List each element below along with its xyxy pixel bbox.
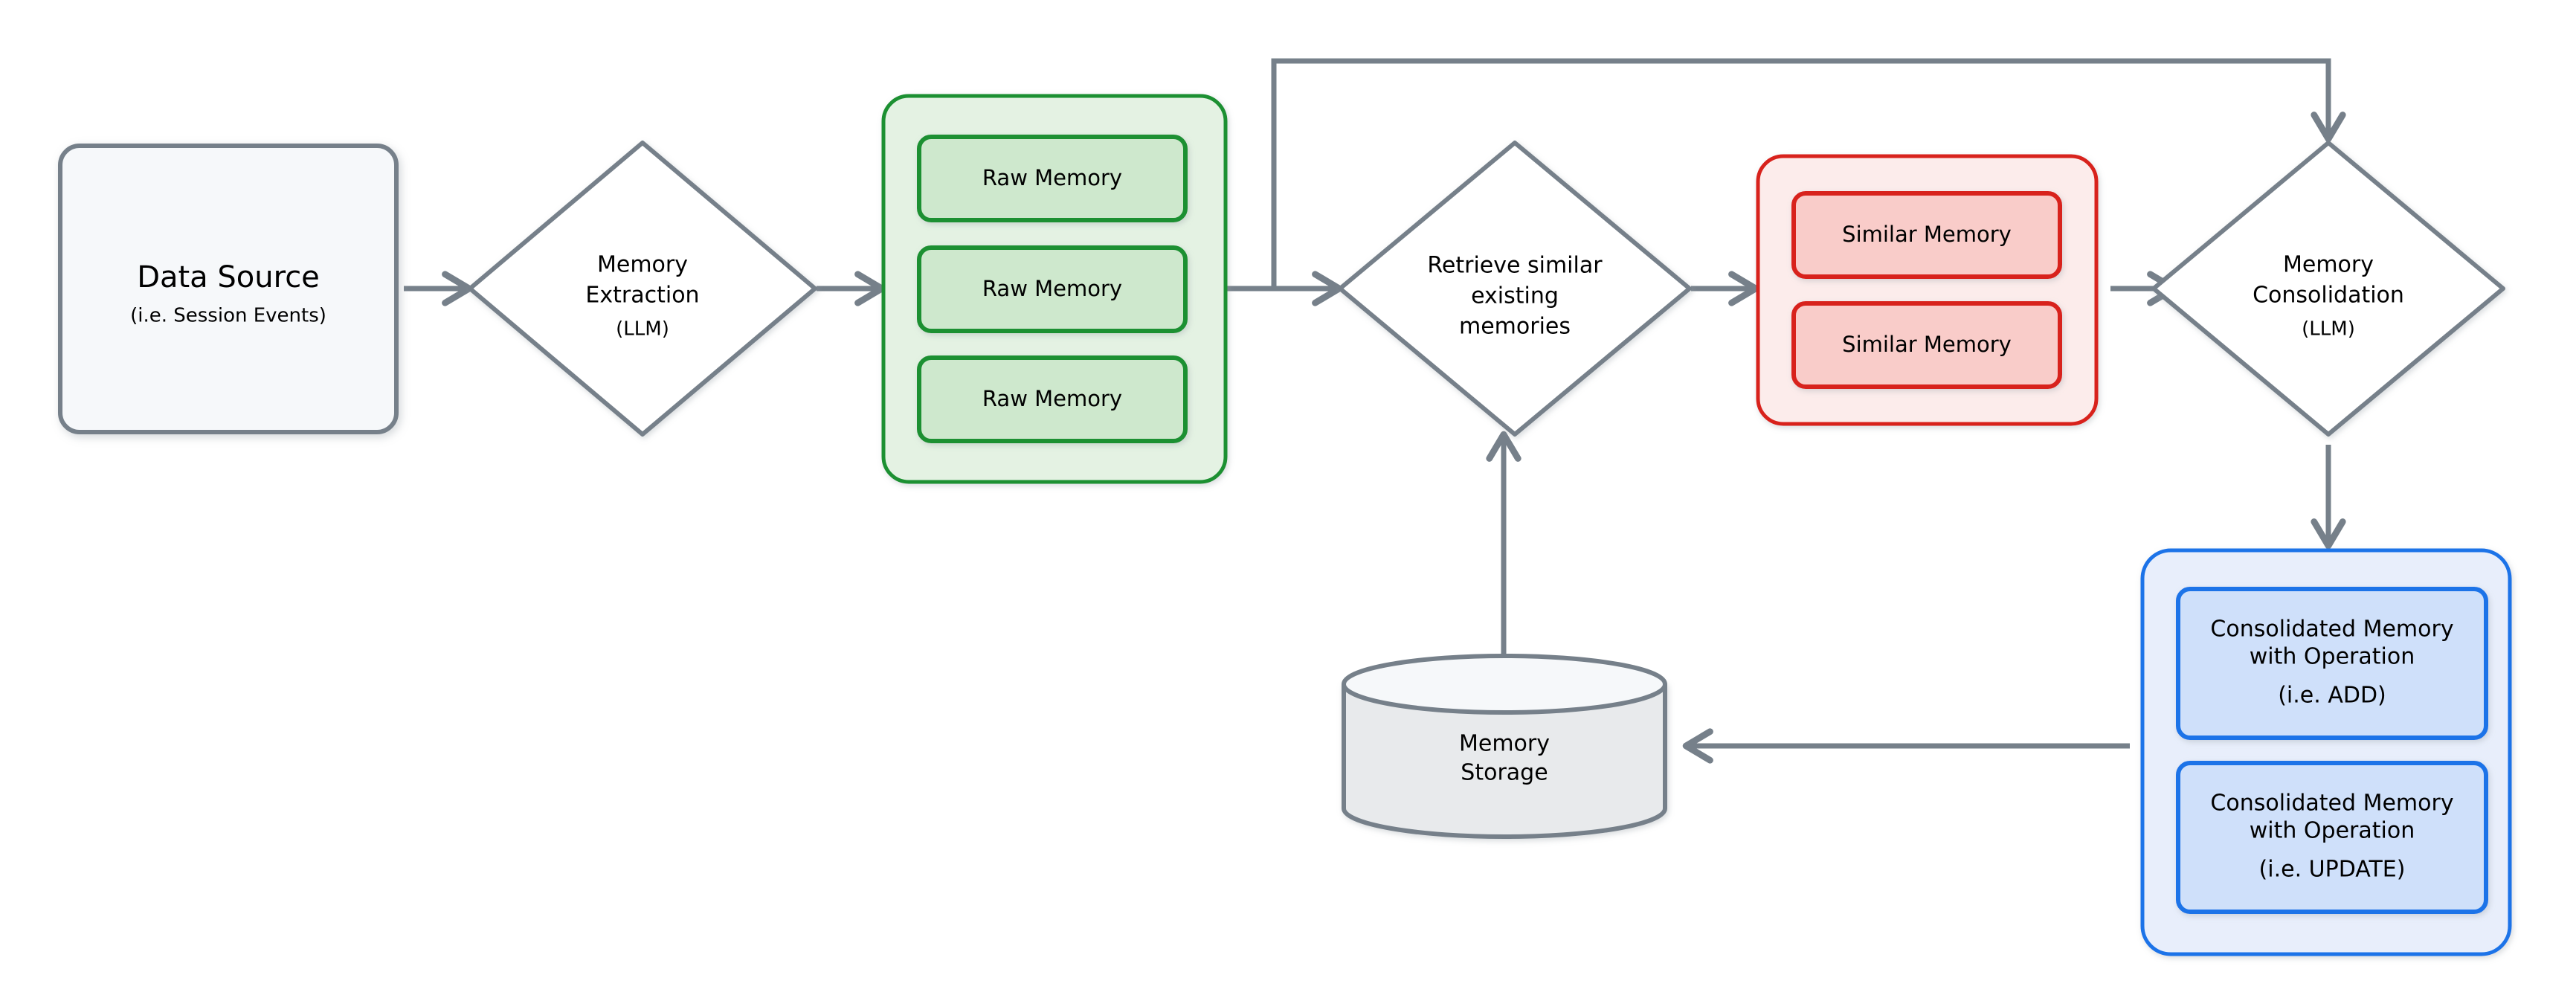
node-memory-extraction[interactable]: Memory Extraction (LLM) [468, 141, 817, 437]
data-source-box[interactable] [58, 144, 399, 434]
data-source-title: Data Source [137, 260, 320, 294]
similar-memory-card-label: Similar Memory [1842, 222, 2012, 247]
retrieve-similar-line3: memories [1459, 314, 1571, 340]
retrieve-similar-line1: Retrieve similar [1427, 253, 1603, 279]
node-raw-memory-group[interactable]: Raw Memory Raw Memory Raw Memory [881, 94, 1228, 484]
consolidated-memory-card-line3: (i.e. UPDATE) [2259, 857, 2406, 883]
memory-extraction-line1: Memory [597, 252, 688, 278]
memory-consolidation-line3: (LLM) [2302, 318, 2355, 341]
consolidated-memory-card-line2: with Operation [2250, 644, 2415, 670]
memory-consolidation-line1: Memory [2283, 252, 2374, 278]
node-retrieve-similar[interactable]: Retrieve similar existing memories [1338, 141, 1692, 437]
consolidated-memory-card-line3: (i.e. ADD) [2278, 683, 2386, 709]
memory-storage-cylinder-body[interactable] [1342, 682, 1667, 839]
similar-memory-card[interactable]: Similar Memory [1791, 301, 2062, 389]
memory-storage-line2: Storage [1461, 760, 1548, 786]
retrieve-similar-line2: existing [1471, 283, 1559, 309]
raw-memory-card[interactable]: Raw Memory [917, 355, 1188, 443]
raw-memory-card[interactable]: Raw Memory [917, 245, 1188, 333]
node-similar-memory-group[interactable]: Similar Memory Similar Memory [1756, 154, 2099, 426]
similar-memory-card-box[interactable] [1791, 301, 2062, 389]
consolidated-memory-card[interactable]: Consolidated Memory with Operation (i.e.… [2176, 761, 2488, 914]
consolidated-memory-card-line1: Consolidated Memory [2210, 617, 2453, 643]
memory-extraction-line2: Extraction [585, 283, 699, 309]
consolidated-memory-card-box[interactable] [2176, 587, 2488, 740]
consolidated-memory-card-box[interactable] [2176, 761, 2488, 914]
raw-memory-card-label: Raw Memory [982, 386, 1122, 411]
similar-memory-card-label: Similar Memory [1842, 332, 2012, 357]
memory-consolidation-diamond[interactable] [2151, 141, 2505, 437]
raw-memory-card-label: Raw Memory [982, 276, 1122, 301]
memory-storage-line1: Memory [1459, 731, 1550, 757]
raw-memory-card-box[interactable] [917, 245, 1188, 333]
consolidated-memory-card-line1: Consolidated Memory [2210, 791, 2453, 817]
retrieve-similar-diamond[interactable] [1338, 141, 1692, 437]
edge-raw-memory-to-consolidation-feedback [1271, 58, 2346, 289]
similar-memory-card[interactable]: Similar Memory [1791, 191, 2062, 279]
node-data-source[interactable]: Data Source (i.e. Session Events) [58, 144, 399, 434]
node-memory-consolidation[interactable]: Memory Consolidation (LLM) [2151, 141, 2505, 437]
raw-memory-card-box[interactable] [917, 135, 1188, 222]
data-source-subtitle: (i.e. Session Events) [130, 305, 326, 327]
consolidated-memory-card-line2: with Operation [2250, 818, 2415, 844]
memory-extraction-line3: (LLM) [616, 318, 669, 341]
edge-layer [404, 58, 2346, 764]
raw-memory-card[interactable]: Raw Memory [917, 135, 1188, 222]
node-memory-storage[interactable]: Memory Storage [1342, 654, 1667, 839]
memory-extraction-diamond[interactable] [468, 141, 817, 437]
node-consolidated-memory-group[interactable]: Consolidated Memory with Operation (i.e.… [2140, 548, 2512, 956]
similar-memory-card-box[interactable] [1791, 191, 2062, 279]
raw-memory-card-box[interactable] [917, 355, 1188, 443]
raw-memory-card-label: Raw Memory [982, 165, 1122, 190]
memory-storage-cylinder-top [1342, 654, 1667, 715]
memory-consolidation-line2: Consolidation [2253, 283, 2404, 309]
consolidated-memory-card[interactable]: Consolidated Memory with Operation (i.e.… [2176, 587, 2488, 740]
